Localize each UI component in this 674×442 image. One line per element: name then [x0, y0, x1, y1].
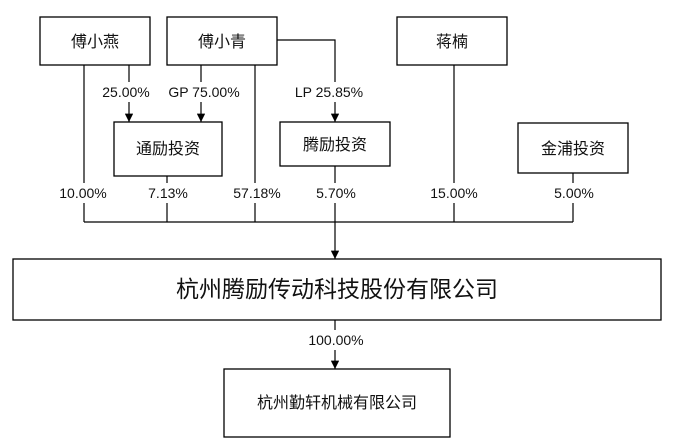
entity-jinpu-label: 金浦投资: [541, 139, 605, 158]
entity-fu-xiaoyan-label: 傅小燕: [71, 32, 119, 51]
entity-jiang-nan-label: 蒋楠: [436, 32, 468, 51]
entity-fu-xiaoqing: 傅小青: [166, 16, 278, 66]
entity-subsidiary-label: 杭州勤轩机械有限公司: [257, 393, 417, 412]
entity-tongli-label: 通励投资: [136, 139, 200, 158]
label-xiaoqing-tongli: GP 75.00%: [168, 84, 239, 100]
label-tengli-company: 5.70%: [316, 185, 356, 201]
edge-labels: 25.00% GP 75.00% LP 25.85% 10.00% 7.13% …: [59, 84, 594, 348]
connector-xiaoqing-tengli: [277, 39, 340, 122]
label-xiaoqing-company: 57.18%: [233, 185, 280, 201]
entity-company: 杭州腾励传动科技股份有限公司: [12, 258, 662, 321]
label-jinpu-company: 5.00%: [554, 185, 594, 201]
entity-tengli-investment: 腾励投资: [279, 121, 391, 167]
entity-subsidiary: 杭州勤轩机械有限公司: [223, 368, 451, 438]
label-jiangnan-company: 15.00%: [430, 185, 477, 201]
label-masks: [51, 82, 601, 350]
entity-fu-xiaoyan: 傅小燕: [39, 16, 151, 66]
label-xiaoyan-company: 10.00%: [59, 185, 106, 201]
entity-fu-xiaoqing-label: 傅小青: [198, 32, 246, 51]
label-xiaoqing-tengli: LP 25.85%: [295, 84, 363, 100]
entity-company-label: 杭州腾励传动科技股份有限公司: [176, 277, 498, 303]
entity-jinpu: 金浦投资: [517, 122, 629, 174]
entity-tengli-investment-label: 腾励投资: [303, 135, 367, 154]
entity-jiang-nan: 蒋楠: [396, 16, 508, 66]
label-company-subsidiary: 100.00%: [308, 332, 363, 348]
entity-tongli: 通励投资: [113, 121, 223, 177]
label-tongli-company: 7.13%: [148, 185, 188, 201]
label-xiaoyan-tongli: 25.00%: [102, 84, 149, 100]
